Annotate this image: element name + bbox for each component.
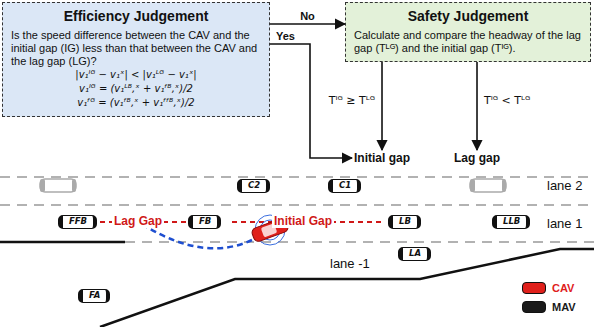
outcome-text: Lag gap (452, 150, 502, 166)
legend-row: MAV (522, 301, 576, 313)
vehicle-label: LLB (503, 216, 520, 226)
box-heading: Efficiency Judgement (11, 8, 261, 24)
box-body: Is the speed difference between the CAV … (11, 29, 261, 68)
lane-label: lane 2 (547, 178, 582, 193)
vehicle-label: LA (409, 248, 421, 258)
judgement-box: Safety JudgementCalculate and compare th… (345, 2, 591, 62)
lane-line (0, 176, 594, 178)
ramp-edge (100, 249, 594, 327)
formula: |v₁ᴵᴳ − v₁ˣ| < |v₁ᴸᴳ − v₁ˣ| (11, 68, 261, 82)
outcome-label: Initial gap (354, 151, 410, 165)
flow-arrow (381, 62, 383, 150)
vehicle: FB (188, 215, 221, 229)
gap-label: Lag Gap (112, 214, 164, 228)
lane-label: lane 1 (547, 216, 582, 231)
vehicle: C2 (237, 179, 270, 193)
lane-line (0, 204, 594, 206)
vehicle: FFB (58, 215, 97, 229)
box-body: Calculate and compare the headway of the… (354, 29, 582, 55)
merge-trajectory (145, 226, 252, 248)
lane-label: lane -1 (330, 256, 370, 271)
legend-text: MAV (552, 301, 576, 313)
vehicle: LA (398, 247, 431, 261)
gap-label: Initial Gap (272, 214, 334, 228)
lane-line (125, 241, 594, 243)
outcome-label: Lag gap (454, 151, 500, 165)
grey-car (470, 179, 506, 192)
legend-swatch (522, 282, 546, 294)
road-edge (0, 241, 125, 244)
grey-car (40, 179, 76, 192)
vehicle-label: FB (199, 216, 211, 226)
vehicle: FA (78, 289, 110, 303)
edge-label: Tᴵᴳ < Tᴸᴳ (482, 94, 532, 107)
vehicle: C1 (328, 179, 361, 193)
vehicle-label: FFB (69, 216, 87, 226)
edge-label: No (298, 10, 317, 22)
judgement-box: Efficiency Judgement Is the speed differe… (2, 2, 270, 117)
vehicle-label: C1 (339, 180, 351, 190)
edge-label: Yes (274, 30, 297, 42)
vehicle-label: C2 (248, 180, 260, 190)
vehicle-label: LB (399, 216, 411, 226)
outcome-text: Initial gap (352, 150, 412, 166)
legend-swatch (522, 301, 546, 313)
formula: v₁ᶠᴳ = (v₁ᶠᴮ,ˣ + v₁ᶠᶠᴮ,ˣ)/2 (11, 96, 261, 110)
box-heading: Safety Judgement (354, 8, 582, 24)
legend-text: CAV (552, 282, 574, 294)
vehicle-label: FA (89, 290, 100, 300)
flow-arrow (476, 62, 478, 150)
vehicle: LB (388, 215, 421, 229)
legend-row: CAV (522, 282, 574, 294)
formula: v₁ᴵᴳ = (v₁ᴸᴮ,ˣ + v₁ᶠᴮ,ˣ)/2 (11, 82, 261, 96)
edge-label: Tᴵᴳ ≥ Tᴸᴳ (327, 94, 377, 107)
vehicle: LLB (492, 215, 530, 229)
flow-arrow (270, 23, 345, 25)
